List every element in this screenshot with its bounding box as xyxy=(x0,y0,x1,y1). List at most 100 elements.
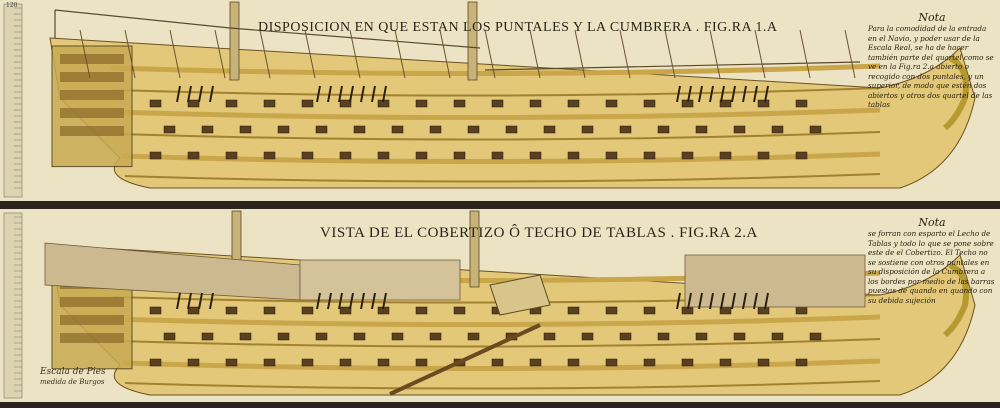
gun-barrel xyxy=(198,85,203,103)
ruler-label: 120 xyxy=(6,2,18,9)
gun-barrel xyxy=(382,292,387,310)
gunport xyxy=(605,151,618,160)
ship-hull xyxy=(49,37,976,189)
gunport xyxy=(225,306,238,315)
mast-stump xyxy=(229,1,240,81)
gun-barrel xyxy=(382,85,387,103)
gun-barrel xyxy=(371,85,376,103)
gunport xyxy=(263,151,276,160)
stern-window-row xyxy=(60,72,124,82)
gunport xyxy=(795,151,808,160)
gunport xyxy=(681,151,694,160)
mast-stump xyxy=(467,1,478,81)
gunport xyxy=(491,151,504,160)
prop-post xyxy=(394,29,406,79)
gunport xyxy=(643,151,656,160)
prop-post xyxy=(79,29,91,79)
scale-ruler xyxy=(3,3,23,198)
gunport xyxy=(187,306,200,315)
note-text: se forran con esparto el Lecho de Tablas… xyxy=(868,229,995,305)
gunport xyxy=(315,332,328,341)
gunport xyxy=(757,306,770,315)
prop-post xyxy=(304,29,316,79)
gunport xyxy=(277,332,290,341)
gunport xyxy=(149,151,162,160)
gunport xyxy=(719,99,732,108)
gunport xyxy=(529,99,542,108)
gun-barrel xyxy=(698,292,703,310)
gunport xyxy=(187,358,200,367)
ridge-beam-aft xyxy=(54,9,481,49)
prop-post xyxy=(484,29,496,79)
gun-barrel xyxy=(360,292,365,310)
gun-barrel xyxy=(753,292,758,310)
gun-barrel xyxy=(316,85,321,103)
prop-post xyxy=(529,29,541,79)
gun-barrel xyxy=(327,292,332,310)
ship-drawing-figure-1 xyxy=(3,1,976,198)
gunport xyxy=(529,358,542,367)
gun-barrel xyxy=(349,85,354,103)
gunport xyxy=(453,306,466,315)
gunport xyxy=(301,99,314,108)
gun-barrel xyxy=(371,292,376,310)
gunport xyxy=(619,332,632,341)
gunport xyxy=(605,358,618,367)
gunport xyxy=(657,125,670,134)
gunport xyxy=(795,99,808,108)
figure-2-note: Nota se forran con esparto el Lecho de T… xyxy=(868,217,996,305)
gunport xyxy=(771,125,784,134)
gunport xyxy=(187,99,200,108)
gunport xyxy=(467,332,480,341)
gunport xyxy=(149,358,162,367)
hull-wale xyxy=(109,63,881,77)
figure-1-panel: DISPOSICION EN QUE ESTAN LOS PUNTALES Y … xyxy=(0,0,1000,201)
gunport xyxy=(643,358,656,367)
gunport xyxy=(339,99,352,108)
prop-post xyxy=(169,29,181,79)
gunport xyxy=(415,306,428,315)
gun-barrel xyxy=(187,85,192,103)
gunport xyxy=(301,306,314,315)
gunport xyxy=(315,125,328,134)
hull-wale xyxy=(124,173,881,183)
prop-post xyxy=(124,29,136,79)
gunport xyxy=(225,99,238,108)
gunport xyxy=(795,306,808,315)
gunport xyxy=(567,151,580,160)
gunport xyxy=(529,151,542,160)
gunport xyxy=(149,306,162,315)
gunport xyxy=(605,306,618,315)
gunport xyxy=(505,125,518,134)
stern-gallery xyxy=(51,45,133,168)
gun-barrel xyxy=(742,292,747,310)
stern-window-row xyxy=(60,297,124,307)
gunport xyxy=(163,125,176,134)
prop-post xyxy=(844,29,856,79)
gunport xyxy=(429,125,442,134)
figure-1-note: Nota Para la comodidad de la entrada en … xyxy=(868,12,996,110)
gunport xyxy=(391,332,404,341)
gunport xyxy=(201,332,214,341)
figure-2-panel: VISTA DE EL COBERTIZO Ô TECHO DE TABLAS … xyxy=(0,209,1000,402)
prop-post xyxy=(349,29,361,79)
scale-sublabel: medida de Burgos xyxy=(40,378,105,386)
stern-window-row xyxy=(60,108,124,118)
gunport xyxy=(187,151,200,160)
gunport xyxy=(567,306,580,315)
gunport xyxy=(415,151,428,160)
gunport xyxy=(301,358,314,367)
gunport xyxy=(353,332,366,341)
gunport xyxy=(567,99,580,108)
gunport xyxy=(795,358,808,367)
hull-wale xyxy=(115,314,881,328)
gunport xyxy=(415,99,428,108)
note-heading: Nota xyxy=(918,216,946,229)
gunport xyxy=(719,151,732,160)
gunport xyxy=(201,125,214,134)
gunport xyxy=(391,125,404,134)
gunport xyxy=(657,332,670,341)
gun-barrel xyxy=(198,292,203,310)
gun-barrel xyxy=(753,85,758,103)
gun-barrel xyxy=(338,292,343,310)
